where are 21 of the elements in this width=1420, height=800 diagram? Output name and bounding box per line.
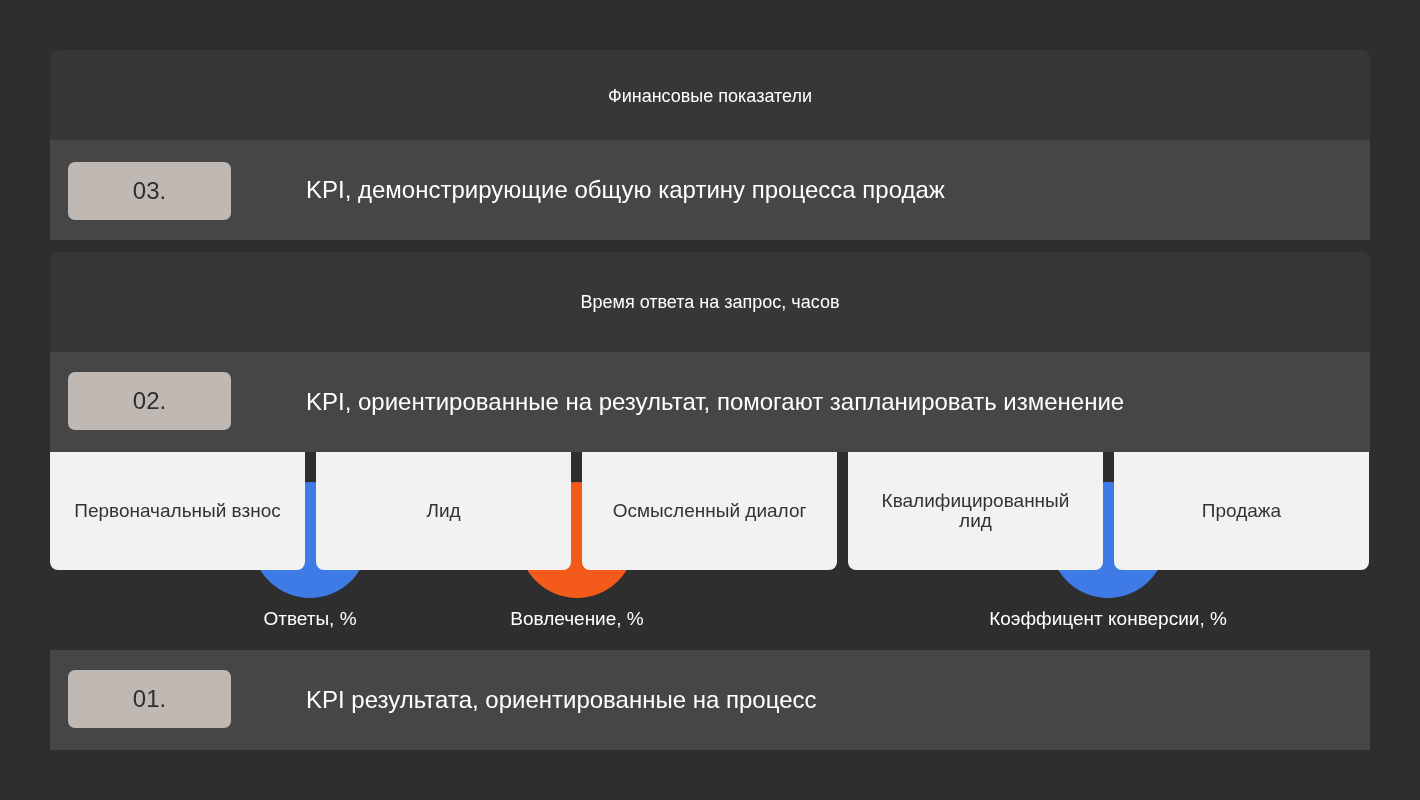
number-badge: 02.: [68, 372, 231, 430]
stage-card: Квалифицированный лид: [848, 452, 1103, 570]
kpi-description: KPI результата, ориентированные на процесс: [306, 686, 817, 714]
kpi-description: KPI, демонстрирующие общую картину процесса продаж: [306, 176, 945, 204]
number-badge: 03.: [68, 162, 231, 220]
stage-card: Первоначальный взнос: [50, 452, 305, 570]
stage-card: Осмысленный диалог: [582, 452, 837, 570]
number-badge: 01.: [68, 670, 231, 728]
section-heading: Время ответа на запрос, часов: [579, 292, 841, 313]
section-panel: [50, 50, 1370, 240]
stage-card: Продажа: [1114, 452, 1369, 570]
metric-label: Коэффицент конверсии, %: [989, 608, 1227, 630]
metric-label: Вовлечение, %: [510, 608, 644, 630]
metric-label: Ответы, %: [263, 608, 357, 630]
kpi-band: [50, 140, 1370, 240]
kpi-band: [50, 650, 1370, 750]
section-heading: Финансовые показатели: [606, 86, 814, 107]
kpi-description: KPI, ориентированные на результат, помогают запланировать изменение: [306, 388, 1125, 416]
kpi-band: [50, 352, 1370, 452]
section-panel: [50, 252, 1370, 452]
stage-card: Лид: [316, 452, 571, 570]
